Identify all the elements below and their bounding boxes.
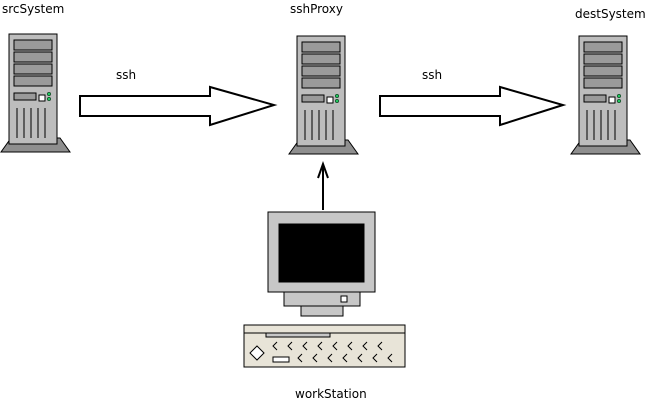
- dest-system-node: [570, 35, 641, 155]
- edge-proxy-to-dest: ssh: [379, 68, 567, 127]
- src-system-label: srcSystem: [2, 2, 64, 16]
- edge-label-ssh-2: ssh: [422, 68, 442, 82]
- workstation-label: workStation: [295, 387, 367, 401]
- workstation-node: workStation: [243, 211, 406, 401]
- ssh-proxy-node: [288, 35, 359, 155]
- block-arrow-icon: [379, 85, 567, 127]
- key-row-1: [272, 341, 383, 351]
- server-icon: [0, 33, 71, 153]
- dest-system-label: destSystem: [575, 7, 646, 21]
- edge-label-ssh-1: ssh: [116, 68, 136, 82]
- arrowhead-icon: [317, 161, 329, 179]
- src-system-node: srcSystem: [0, 2, 71, 153]
- server-icon: [570, 35, 641, 155]
- block-arrow-icon: [79, 85, 278, 127]
- key-row-2: [297, 353, 393, 363]
- server-icon: [288, 35, 359, 155]
- keyboard-icon: [243, 324, 406, 368]
- edge-src-to-proxy: ssh: [79, 68, 278, 127]
- ssh-proxy-label: sshProxy: [290, 2, 343, 16]
- edge-workstation-to-proxy: [317, 161, 329, 210]
- monitor-icon: [267, 211, 376, 317]
